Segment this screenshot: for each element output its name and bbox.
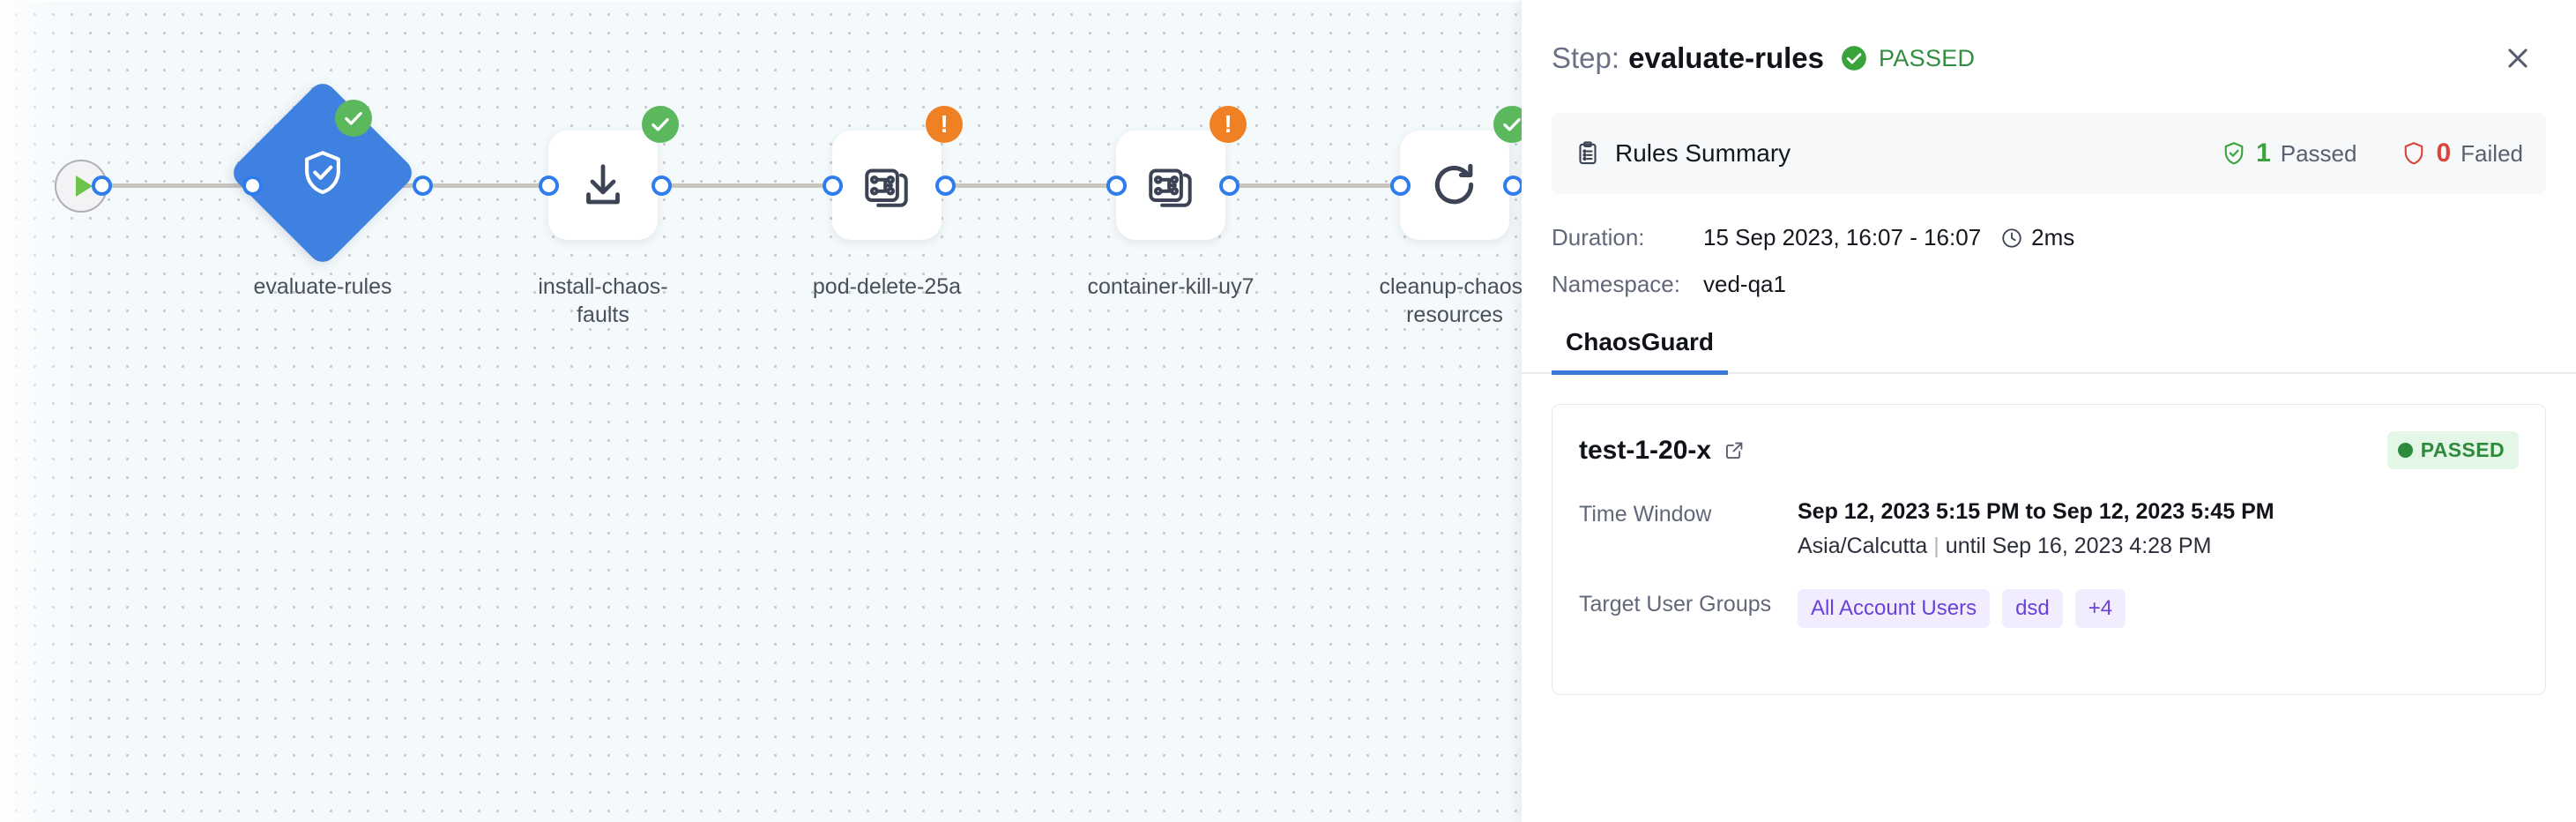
exclamation-icon: ! (1224, 110, 1232, 138)
clipboard-icon (1575, 140, 1601, 167)
divider: | (1933, 534, 1939, 558)
rules-summary-card: Rules Summary 1 Passed 0 (1552, 113, 2546, 194)
time-window-until: until Sep 16, 2023 4:28 PM (1945, 534, 2212, 558)
step-prefix-label: Step: (1552, 41, 1620, 74)
pipeline-canvas[interactable]: evaluate-rules install-chaos- faults ! p… (0, 0, 1522, 822)
edge-install-to-poddelete (661, 183, 834, 188)
play-icon (75, 176, 93, 197)
namespace-value: ved-qa1 (1703, 271, 1786, 297)
node-label-container-kill-uy7: container-kill-uy7 (1087, 274, 1254, 299)
node-status-badge-success (642, 106, 679, 143)
shield-icon (2401, 140, 2427, 167)
panel-header: Step: evaluate-rules PASSED (1522, 0, 2576, 81)
namespace-label: Namespace: (1552, 271, 1680, 297)
node-label-evaluate-rules: evaluate-rules (253, 274, 392, 299)
guard-row-time-window: Time Window Sep 12, 2023 5:15 PM to Sep … (1579, 499, 2519, 559)
node-status-badge-success (335, 100, 372, 137)
node-pod-delete-25a[interactable] (832, 131, 942, 240)
canvas-top-divider (0, 0, 1522, 2)
port-cleanup-out[interactable] (1503, 176, 1522, 196)
page-title: evaluate-rules (1628, 41, 1825, 74)
node-label-cleanup-chaos-resources-line1: cleanup-chaos- (1379, 274, 1522, 299)
rules-passed-count: 1 (2256, 138, 2271, 168)
status-dot-icon (2397, 443, 2413, 458)
port-install-in[interactable] (539, 176, 559, 196)
node-container-kill-uy7[interactable] (1116, 131, 1225, 240)
tab-chaosguard[interactable]: ChaosGuard (1552, 318, 1729, 375)
target-user-groups-chips: All Account Users dsd +4 (1798, 589, 2138, 628)
edge-evaluate-to-install (381, 183, 548, 188)
time-window-timezone-line: Asia/Calcutta|until Sep 16, 2023 4:28 PM (1798, 534, 2274, 559)
chaosguard-status-badge: PASSED (2386, 431, 2519, 469)
clock-icon (2000, 227, 2023, 250)
rules-summary-title: Rules Summary (1615, 139, 1791, 167)
target-user-groups-label: Target User Groups (1579, 592, 1772, 616)
node-cleanup-chaos-resources[interactable] (1400, 131, 1509, 240)
external-link-icon[interactable] (1724, 439, 1746, 461)
time-window-timezone: Asia/Calcutta (1798, 534, 1928, 558)
user-group-chip[interactable]: All Account Users (1798, 589, 1991, 628)
node-status-badge-warning: ! (926, 106, 963, 143)
chaosguard-name: test-1-20-x (1579, 435, 1712, 465)
chaosguard-result-card: test-1-20-x PASSED Time Window Sep 12, 2… (1552, 404, 2546, 695)
port-poddelete-out[interactable] (935, 176, 956, 196)
chaos-fault-icon (1149, 168, 1192, 207)
node-status-badge-success (1493, 106, 1522, 143)
step-detail-panel: Step: evaluate-rules PASSED Rules Sum (1522, 0, 2576, 822)
chaos-fault-icon (865, 168, 908, 207)
duration-range: 15 Sep 2023, 16:07 - 16:07 (1703, 224, 1982, 250)
edge-container-to-cleanup (1229, 183, 1400, 188)
download-icon (586, 164, 620, 205)
rules-failed-label: Failed (2461, 139, 2523, 167)
step-meta: Duration: 15 Sep 2023, 16:07 - 16:07 2ms… (1552, 224, 2546, 298)
guard-row-target-user-groups: Target User Groups All Account Users dsd… (1579, 589, 2519, 628)
edge-poddelete-to-container (945, 183, 1120, 188)
shield-check-icon (2221, 140, 2247, 167)
user-group-chip-overflow[interactable]: +4 (2074, 589, 2126, 628)
check-circle-icon (1840, 44, 1868, 72)
node-status-badge-warning: ! (1210, 106, 1247, 143)
close-icon[interactable] (2495, 35, 2541, 81)
port-start-out[interactable] (92, 176, 112, 196)
rules-summary-counts: 1 Passed 0 Failed (2177, 138, 2523, 168)
status-badge: PASSED (1879, 44, 1976, 71)
node-label-install-chaos-faults-line2: faults (577, 303, 629, 327)
port-evaluate-in[interactable] (242, 176, 263, 196)
time-window-label: Time Window (1579, 502, 1712, 527)
port-containerkill-in[interactable] (1106, 176, 1127, 196)
duration-label: Duration: (1552, 224, 1645, 250)
panel-tabs: ChaosGuard (1522, 318, 2576, 375)
node-install-chaos-faults[interactable] (548, 131, 658, 240)
rules-failed-group: 0 Failed (2401, 138, 2523, 168)
duration-value: 15 Sep 2023, 16:07 - 16:07 2ms (1703, 224, 2074, 251)
port-containerkill-out[interactable] (1219, 176, 1240, 196)
rules-passed-group: 1 Passed (2221, 138, 2356, 168)
chaosguard-card-header: test-1-20-x PASSED (1579, 431, 2519, 469)
port-poddelete-in[interactable] (823, 176, 843, 196)
port-cleanup-in[interactable] (1390, 176, 1411, 196)
time-window-value: Sep 12, 2023 5:15 PM to Sep 12, 2023 5:4… (1798, 499, 2274, 559)
meta-row-namespace: Namespace: ved-qa1 (1552, 271, 2546, 298)
node-label-cleanup-chaos-resources-line2: resources (1406, 303, 1503, 327)
node-label-install-chaos-faults-line1: install-chaos- (538, 274, 668, 299)
edge-start-to-evaluate (99, 183, 259, 188)
user-group-chip[interactable]: dsd (2002, 589, 2063, 628)
node-label-pod-delete-25a: pod-delete-25a (812, 274, 962, 299)
rules-passed-label: Passed (2280, 139, 2357, 167)
duration-elapsed: 2ms (2031, 224, 2075, 250)
rules-failed-count: 0 (2436, 138, 2452, 168)
canvas-left-fade (0, 0, 79, 822)
exclamation-icon: ! (940, 110, 949, 138)
port-evaluate-out[interactable] (413, 176, 433, 196)
refresh-icon (1434, 163, 1474, 205)
port-install-out[interactable] (651, 176, 672, 196)
meta-row-duration: Duration: 15 Sep 2023, 16:07 - 16:07 2ms (1552, 224, 2546, 251)
chaosguard-status-text: PASSED (2420, 438, 2505, 461)
time-window-range: Sep 12, 2023 5:15 PM to Sep 12, 2023 5:4… (1798, 499, 2274, 524)
shield-check-icon (305, 151, 340, 195)
